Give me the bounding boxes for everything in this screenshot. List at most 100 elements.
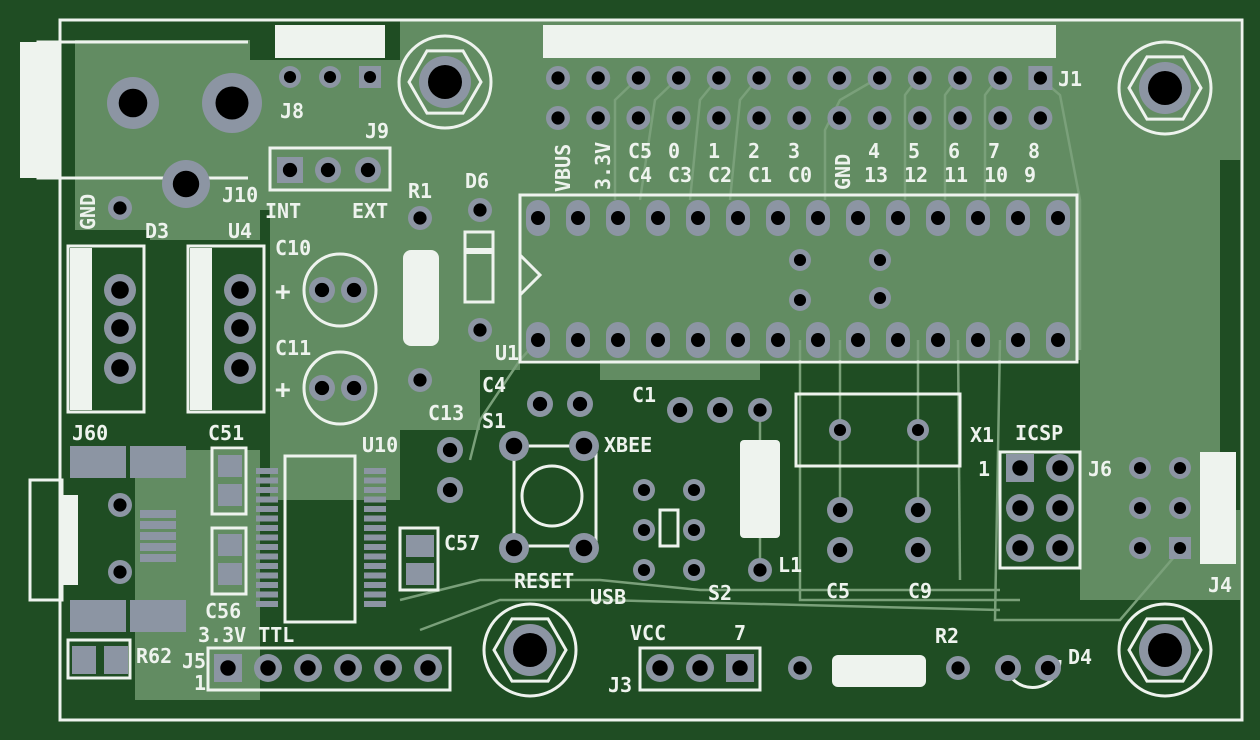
j8-pin [319,66,341,88]
u1-pin [846,200,870,236]
d6-pin [468,318,492,342]
j1-pin [787,106,812,130]
r1-pin [408,368,432,392]
j1-pin [626,66,651,90]
icsp-pin [1006,534,1034,562]
u1-pin [886,322,910,358]
c13-pin [437,477,463,503]
header-top-label: 1 [708,139,720,163]
reset-label: RESET [514,569,574,593]
j1-pin [948,66,972,90]
x1-label: X1 [970,423,994,447]
via [789,249,811,271]
mounting-hole [482,602,578,698]
c11-pin [309,375,335,401]
j4-label: J4 [1208,573,1232,597]
u1-pin [926,200,950,236]
s2-pin [683,479,705,501]
j8-label: J8 [280,99,304,123]
c10-plus: + [275,277,291,307]
u1-pin [1046,322,1070,358]
j8-pin [359,66,381,88]
d4-pin [995,655,1021,681]
d6-label: D6 [465,169,489,193]
d3-pad [108,196,132,220]
c4-label: C4 [482,373,506,397]
j10-pin [107,77,159,129]
j4-silk-bar [1200,452,1236,564]
j10-label: J10 [222,183,258,207]
d6-pin [468,198,492,222]
j5-pin [374,654,402,682]
r2-pin [788,656,812,680]
d3-label: D3 [145,219,169,243]
xbee-label: XBEE [604,433,652,457]
u4-pin [224,352,256,384]
via [869,287,891,309]
j1-pin [666,66,691,90]
header-bottom-label: C3 [668,163,692,187]
j60-hole [108,560,132,584]
s1-pin [569,533,599,563]
icsp-label: ICSP [1015,421,1063,445]
u1-pin [886,200,910,236]
header-top-label: 2 [748,139,760,163]
ext-label: EXT [352,199,388,223]
j1-pin [867,106,892,130]
j1-pin [586,106,611,130]
j1-pin [787,66,812,90]
component-outlines [28,146,1082,692]
u1-pin [966,322,990,358]
j3-pin [686,654,714,682]
j1-pin [706,106,731,130]
d4-pin [1035,655,1061,681]
j1-pin [988,106,1013,130]
j1-pin [907,66,932,90]
int-label: INT [265,199,301,223]
c10-pin [309,277,335,303]
j1-pin [666,106,691,130]
j60-label: J60 [72,421,108,445]
u1-pin [1006,200,1030,236]
u4-pin [104,274,136,306]
j1-pin [586,66,611,90]
u1-pin [1046,200,1070,236]
c4-pin [567,391,593,417]
j10-pin [202,73,262,133]
j1-silk-bar [543,25,1056,58]
j9-pin [277,157,303,183]
mounting-holes [397,34,1213,698]
s2-pin [633,479,655,501]
r2-label: R2 [935,624,959,648]
c4-pin [527,391,553,417]
l1-label: L1 [778,553,802,577]
j5-pin1-label: 1 [194,671,206,695]
u4-pin [224,312,256,344]
j1-pin [546,66,570,90]
j5-pin [334,654,362,682]
header-top-label: 7 [988,139,1000,163]
j5-pin [414,654,442,682]
icsp-pin [1046,534,1074,562]
u1-pin [726,322,750,358]
c10-pin [341,277,367,303]
r1-pin [408,206,432,230]
j6-pin [1169,497,1191,519]
j1-pin [867,66,892,90]
j8-pin [279,66,301,88]
j1-pin [626,106,651,130]
j1-pin [546,106,570,130]
j1-pin [1028,66,1053,90]
header-top-label: 0 [668,139,680,163]
s1-pin [499,431,529,461]
u1-pin [646,322,670,358]
header-bottom-label: C1 [748,163,772,187]
mounting-hole [397,34,493,130]
j1-pin [988,66,1013,90]
u1-pin [606,200,630,236]
header-top-label: 4 [868,139,880,163]
header-top-label: 3 [788,139,800,163]
j5-pin [254,654,282,682]
vbus-label: VBUS [551,144,575,192]
c13-label: C13 [428,401,464,425]
